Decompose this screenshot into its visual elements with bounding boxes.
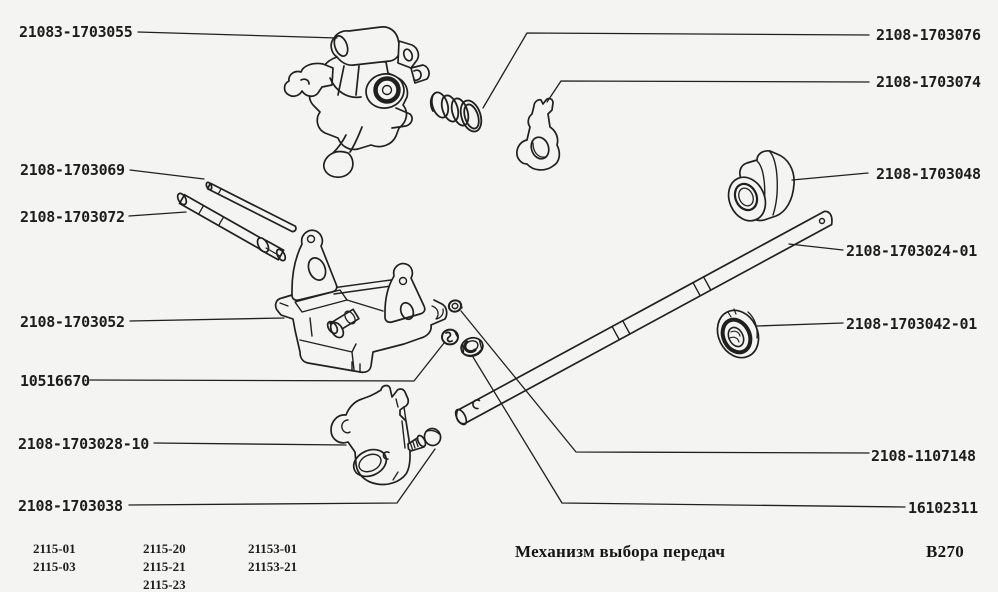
leader-rod-thin (129, 169, 205, 180)
leader-selector-shaft (788, 243, 844, 251)
part-label-rod-thin: 2108-1703069 (20, 161, 125, 179)
model-code: 21153-01 (248, 541, 298, 556)
spring-washer-drawing (441, 328, 459, 346)
figure-caption: Механизм выбора передач (515, 542, 726, 561)
model-code: 2115-01 (33, 541, 76, 556)
part-label-fork: 2108-1703028-10 (18, 435, 149, 453)
model-code: 2115-23 (143, 577, 186, 592)
leader-lock-washer (460, 310, 870, 454)
selector-lever-drawing (283, 26, 430, 179)
leader-rod-thick (128, 211, 187, 217)
part-label-bracket: 2108-1703052 (20, 313, 125, 331)
rod-thin-drawing (205, 181, 297, 233)
part-label-stop-plate: 2108-1703074 (876, 73, 981, 91)
leader-spring (482, 32, 870, 109)
seal-drawing (716, 308, 760, 359)
leader-bracket (129, 317, 285, 322)
part-label-spring: 2108-1703076 (876, 26, 981, 44)
figure-code: B270 (926, 542, 965, 561)
spring-drawing (429, 91, 483, 133)
leader-bushing (791, 172, 869, 181)
part-label-screw: 2108-1703038 (18, 497, 123, 515)
bracket-drawing (274, 229, 448, 374)
part-label-bushing: 2108-1703048 (876, 165, 981, 183)
nut-drawing (460, 336, 484, 358)
model-code: 21153-21 (248, 559, 298, 574)
leader-nut (472, 356, 906, 508)
part-label-seal: 2108-1703042-01 (846, 315, 977, 333)
leader-washer (89, 342, 445, 382)
part-label-washer: 10516670 (20, 372, 90, 390)
model-code: 2115-03 (33, 559, 76, 574)
rod-thick-drawing (176, 192, 287, 262)
fork-drawing (330, 384, 411, 486)
screw-drawing (407, 427, 442, 452)
leader-fork (153, 442, 347, 446)
leader-stop-plate (546, 80, 870, 103)
model-code: 2115-21 (143, 559, 186, 574)
leader-selector-lever (137, 31, 338, 39)
part-label-selector-shaft: 2108-1703024-01 (846, 242, 977, 260)
model-code: 2115-20 (143, 541, 186, 556)
selector-shaft-drawing (454, 210, 833, 426)
stop-plate-drawing (516, 97, 561, 171)
lock-washer-drawing (447, 299, 463, 313)
part-label-rod-thick: 2108-1703072 (20, 208, 125, 226)
part-label-nut: 16102311 (908, 499, 978, 517)
leader-lines (89, 31, 906, 508)
leader-screw (128, 448, 436, 506)
part-label-lock-washer: 2108-1107148 (871, 447, 976, 465)
leader-seal (756, 322, 844, 327)
part-label-selector-lever: 21083-1703055 (19, 23, 133, 41)
bushing-drawing (727, 150, 795, 222)
